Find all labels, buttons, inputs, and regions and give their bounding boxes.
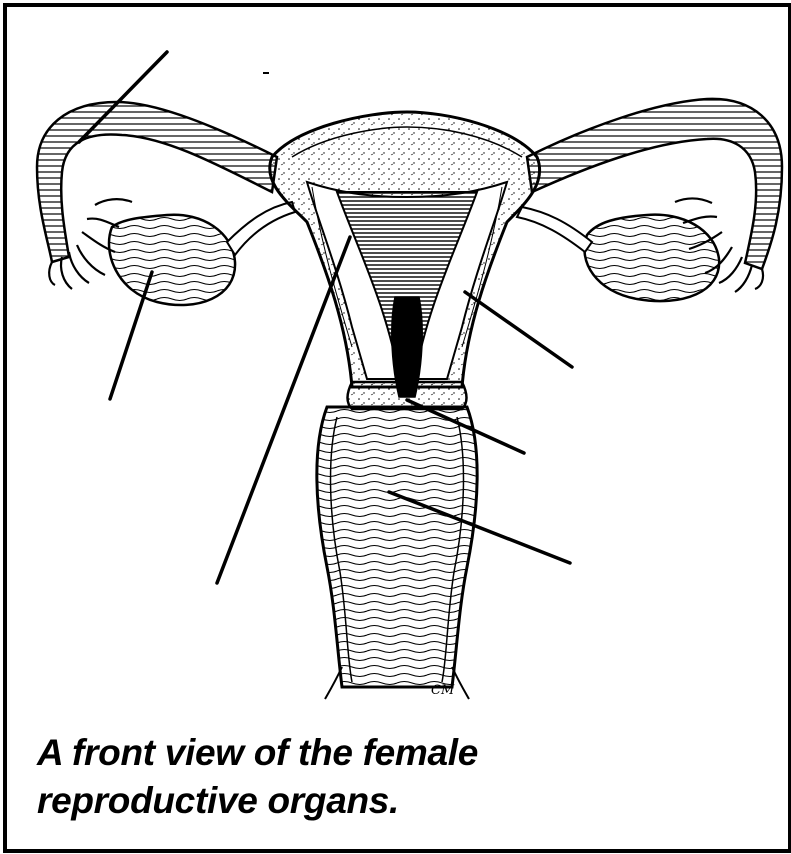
right-ovarian-ligament xyxy=(517,207,592,252)
caption-line-2: reproductive organs. xyxy=(37,777,737,825)
artist-signature: CM xyxy=(431,683,454,698)
vagina xyxy=(317,407,477,687)
cervix xyxy=(347,382,466,409)
left-ovary xyxy=(109,215,235,305)
leader-line xyxy=(110,272,152,399)
left-ovarian-ligament xyxy=(227,202,295,255)
caption-line-1: A front view of the female xyxy=(37,729,737,777)
leader-line xyxy=(465,292,572,367)
figure-caption: A front view of the female reproductive … xyxy=(37,729,737,825)
right-ovary xyxy=(584,215,719,301)
diagram-frame: CM A front view of the female reproducti… xyxy=(3,3,791,853)
uterus-illustration xyxy=(7,7,788,849)
